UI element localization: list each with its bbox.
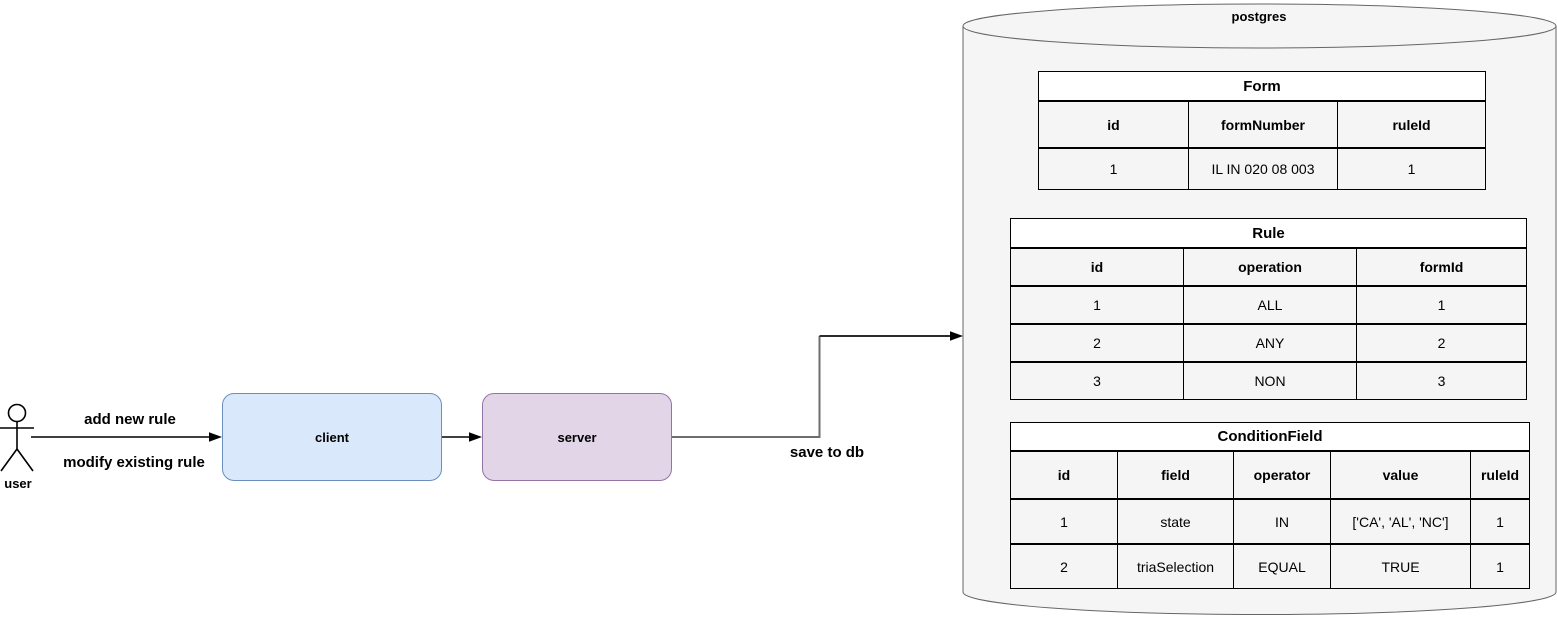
arrow-user-to-client: [31, 432, 222, 442]
table-cell: TRUE: [1330, 545, 1470, 588]
column-header: operation: [1183, 249, 1356, 285]
column-header: id: [1107, 116, 1120, 133]
rule-table-title: Rule: [1010, 218, 1527, 248]
table-cell: 1: [1060, 513, 1068, 530]
user-actor-icon: [0, 403, 34, 472]
arrow-client-to-server: [442, 432, 482, 442]
edge-label-modify-existing-rule: modify existing rule: [63, 454, 205, 471]
table-cell: 1: [1470, 500, 1529, 543]
column-header: ruleId: [1337, 102, 1485, 147]
column-header: operator: [1233, 452, 1330, 498]
column-header: field: [1117, 452, 1233, 498]
arrow-server-to-db: [672, 331, 963, 438]
edge-label-save-to-db: save to db: [789, 444, 865, 461]
column-header: id: [1057, 467, 1071, 483]
table-cell: 1: [1470, 545, 1529, 588]
postgres-cylinder: [962, 3, 1557, 615]
table-cell: 1: [1093, 297, 1101, 313]
table-cell: 2: [1356, 325, 1526, 361]
user-actor-label: user: [4, 476, 32, 491]
postgres-db-label: postgres: [1231, 9, 1287, 24]
table-cell: state: [1117, 500, 1233, 543]
column-header: ruleId: [1470, 452, 1529, 498]
table-cell: ALL: [1183, 287, 1356, 323]
table-cell: 2: [1060, 558, 1068, 575]
table-cell: IN: [1233, 500, 1330, 543]
server-node: server: [482, 393, 672, 481]
table-cell: EQUAL: [1233, 545, 1330, 588]
table-cell: ANY: [1183, 325, 1356, 361]
table-cell: 3: [1356, 363, 1526, 399]
table-cell: triaSelection: [1117, 545, 1233, 588]
table-cell: IL IN 020 08 003: [1188, 149, 1337, 189]
server-node-label: server: [557, 429, 597, 445]
table-cell: 3: [1093, 373, 1101, 389]
column-header: value: [1330, 452, 1470, 498]
edge-label-add-new-rule: add new rule: [84, 411, 176, 428]
client-node-label: client: [315, 429, 349, 445]
form-table-title: Form: [1038, 71, 1486, 101]
column-header: id: [1090, 259, 1104, 275]
table-cell: NON: [1183, 363, 1356, 399]
table-cell: 1: [1356, 287, 1526, 323]
column-header: formNumber: [1188, 102, 1337, 147]
table-cell: 1: [1109, 161, 1118, 177]
column-header: formId: [1356, 249, 1526, 285]
table-cell: 2: [1093, 335, 1101, 351]
table-cell: 1: [1337, 149, 1485, 189]
client-node: client: [222, 393, 442, 481]
table-cell: ['CA', 'AL', 'NC']: [1330, 500, 1470, 543]
conditionfield-table-title: ConditionField: [1010, 422, 1530, 451]
